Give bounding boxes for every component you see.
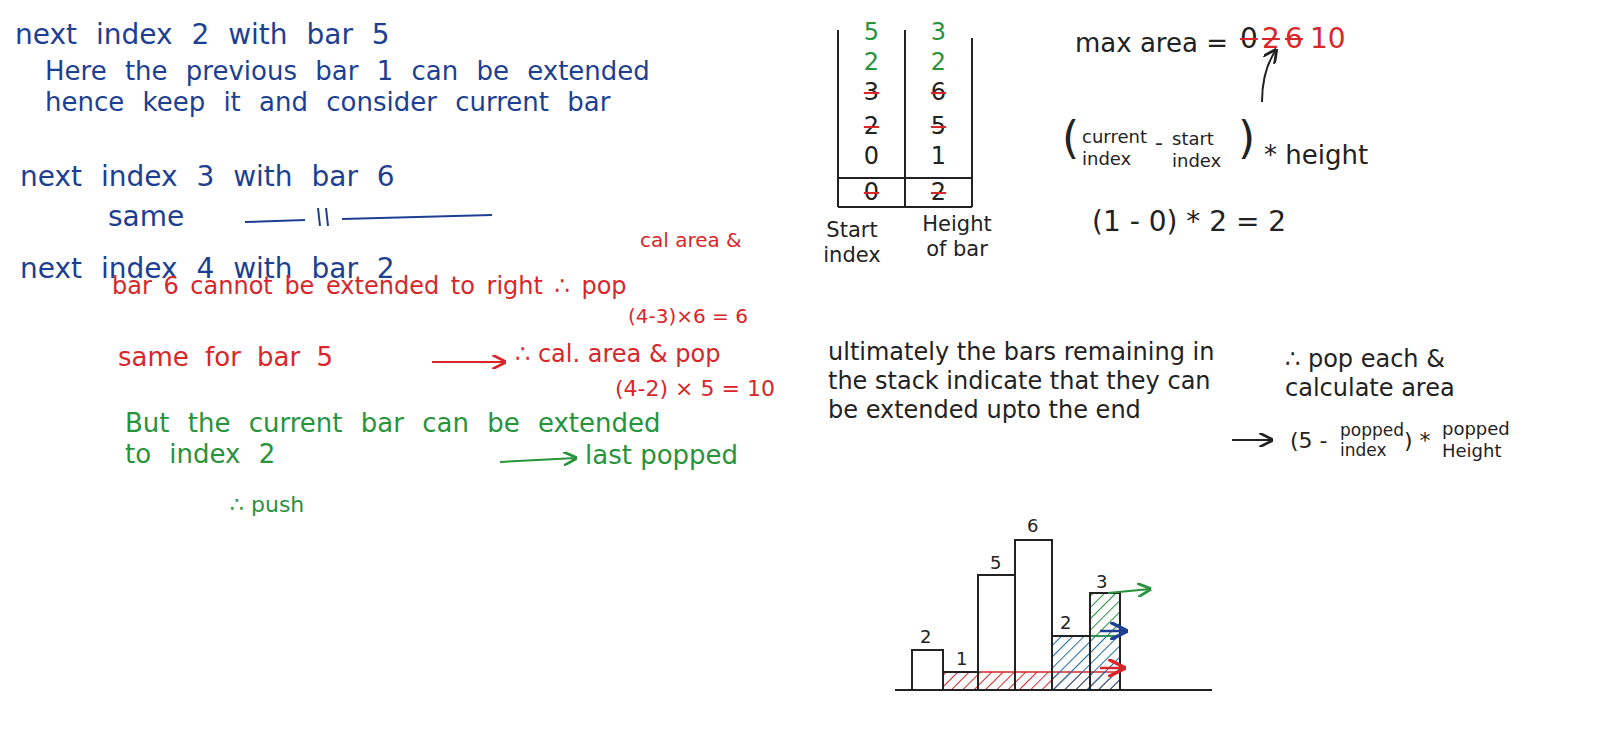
arrow xyxy=(1108,589,1150,593)
stack-entry: 5 xyxy=(905,112,972,141)
arrow xyxy=(500,458,576,462)
stack-separator xyxy=(838,177,972,179)
note-text: same for bar 5 xyxy=(118,342,333,373)
note-text: ∴ pop each & calculate area xyxy=(1285,345,1535,403)
note-text: last popped xyxy=(585,440,738,471)
parenthesis: ( xyxy=(1062,112,1079,165)
note-text: ∴ push xyxy=(230,492,304,518)
calculation: (1 - 0) * 2 = 2 xyxy=(1092,205,1286,239)
column-heading: Start index xyxy=(816,218,888,268)
stack-entry: 2 xyxy=(838,48,905,77)
stack-wall xyxy=(837,30,839,207)
bar xyxy=(1052,636,1090,690)
arrow xyxy=(1100,667,1124,670)
stack-entry: 1 xyxy=(905,142,972,171)
formula-term: popped index xyxy=(1340,420,1402,461)
formula-term: start index xyxy=(1172,128,1238,171)
baseline xyxy=(895,689,1212,691)
stack-entry: 2 xyxy=(905,178,972,207)
ditto-line xyxy=(245,220,305,222)
stack-frame xyxy=(838,30,972,207)
ditto-line xyxy=(342,215,492,219)
note-text: ultimately the bars remaining in the sta… xyxy=(828,338,1223,424)
stack-wall xyxy=(971,38,973,207)
calculation: (4-2) × 5 = 10 xyxy=(615,376,775,402)
stack-entry: 3 xyxy=(838,78,905,107)
stack-entry: 3 xyxy=(905,18,972,47)
bar-height: 2 xyxy=(1060,612,1071,634)
stack-column: 523200Start index xyxy=(838,16,905,273)
note-text: cal area & xyxy=(640,228,742,252)
formula-term: - xyxy=(1155,130,1163,156)
stack-column: 326512Height of bar xyxy=(905,16,972,267)
bar xyxy=(1015,540,1052,690)
stack-divider xyxy=(904,30,906,207)
note-text: same xyxy=(108,200,184,234)
column-heading: Height of bar xyxy=(913,212,1001,262)
ditto-tick xyxy=(318,208,320,226)
stack-bottom xyxy=(838,206,972,208)
max-area-value: 10 xyxy=(1310,22,1346,56)
area-hatch xyxy=(1052,636,1120,690)
arrow xyxy=(432,361,505,363)
note-text: Here the previous bar 1 can be extended … xyxy=(45,56,745,118)
max-area-value: 2 xyxy=(1262,22,1280,56)
arrow xyxy=(1232,439,1272,441)
calculation: (4-3)×6 = 6 xyxy=(628,304,748,328)
stack-entry: 6 xyxy=(905,78,972,107)
max-area-value: 6 xyxy=(1285,22,1303,56)
parenthesis: ) xyxy=(1238,112,1255,165)
formula-term: popped Height xyxy=(1442,418,1552,461)
histogram xyxy=(895,540,1212,690)
bar xyxy=(1090,593,1120,690)
note-text: bar 6 cannot be extended to right ∴ pop xyxy=(112,272,627,301)
bars xyxy=(895,540,1212,690)
stack-entry: 2 xyxy=(905,48,972,77)
bar-height: 5 xyxy=(990,552,1001,574)
arrow xyxy=(1100,630,1126,633)
bar-height: 6 xyxy=(1027,515,1038,537)
formula-term: ) * xyxy=(1404,428,1431,454)
formula-term: (5 - xyxy=(1290,428,1328,454)
stack-entry: 5 xyxy=(838,18,905,47)
note-text: ∴ cal. area & pop xyxy=(515,340,720,369)
bar xyxy=(978,575,1015,690)
arrow xyxy=(1262,50,1276,102)
area-hatch xyxy=(1090,593,1120,636)
stack-entry: 0 xyxy=(838,142,905,171)
bar xyxy=(943,672,978,690)
note-text: next index 2 with bar 5 xyxy=(15,18,390,52)
bar-height: 2 xyxy=(920,626,931,648)
formula-term: * height xyxy=(1264,140,1368,171)
max-area-value: 0 xyxy=(1240,22,1258,56)
bar-height: 3 xyxy=(1096,571,1107,593)
stack-entry: 0 xyxy=(838,178,905,207)
stack-entry: 2 xyxy=(838,112,905,141)
ditto-mark xyxy=(245,208,492,226)
ditto-tick xyxy=(326,208,328,226)
formula-term: current index xyxy=(1082,126,1154,169)
max-area-label: max area = xyxy=(1075,28,1228,59)
note-text: next index 3 with bar 6 xyxy=(20,160,395,194)
bar xyxy=(912,650,943,690)
bar-height: 1 xyxy=(956,648,967,670)
